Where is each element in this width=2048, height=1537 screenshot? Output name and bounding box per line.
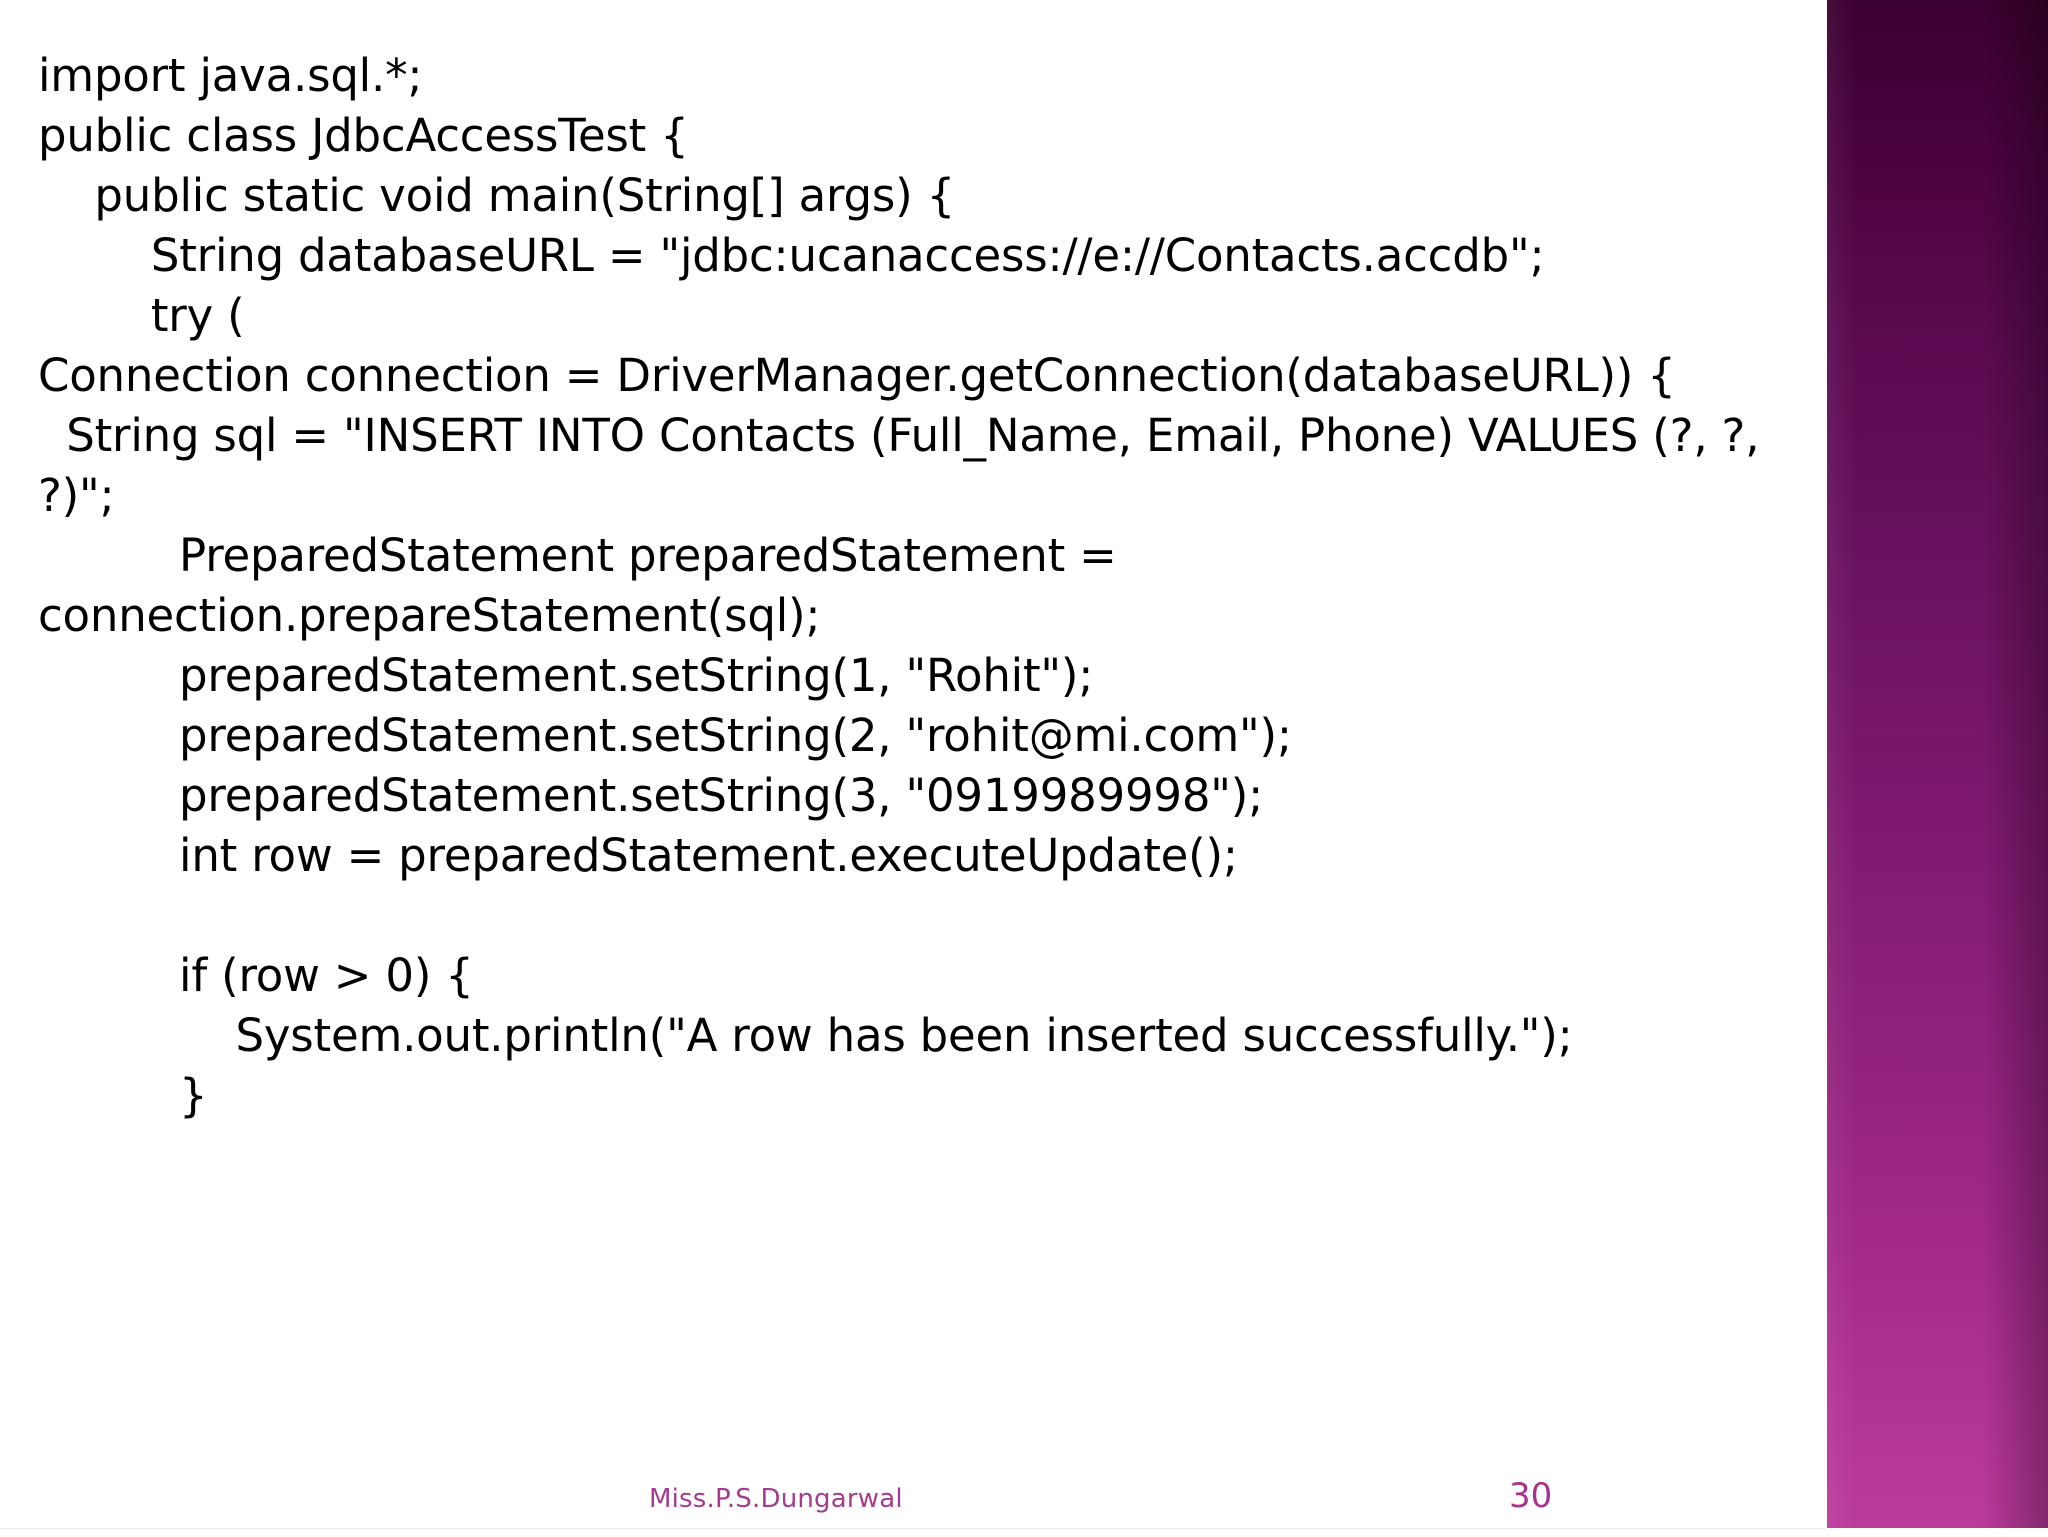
code-line: Connection connection = DriverManager.ge…	[38, 349, 1676, 402]
bottom-divider	[0, 1528, 1827, 1537]
code-line: preparedStatement.setString(3, "09199899…	[38, 769, 1264, 822]
code-line: String sql = "INSERT INTO Contacts (Full…	[38, 409, 1774, 522]
code-line: }	[38, 1069, 208, 1122]
right-decorative-band	[1827, 0, 2048, 1528]
band-shading-overlay	[1827, 0, 2048, 1528]
code-line: System.out.println("A row has been inser…	[38, 1009, 1573, 1062]
code-line: preparedStatement.setString(2, "rohit@mi…	[38, 709, 1292, 762]
code-block: import java.sql.*; public class JdbcAcce…	[0, 46, 1800, 1126]
code-line: try (	[38, 289, 245, 342]
code-line-blank	[0, 886, 1800, 946]
code-line: public static void main(String[] args) {	[38, 169, 956, 222]
code-line: preparedStatement.setString(1, "Rohit");	[38, 649, 1094, 702]
code-line: String databaseURL = "jdbc:ucanaccess://…	[38, 229, 1545, 282]
footer-author: Miss.P.S.Dungarwal	[649, 1484, 903, 1514]
code-line: public class JdbcAccessTest {	[38, 109, 689, 162]
code-line: import java.sql.*;	[38, 49, 423, 102]
slide-page-number: 30	[1509, 1476, 1553, 1516]
code-line: if (row > 0) {	[38, 949, 474, 1002]
code-line: PreparedStatement preparedStatement = co…	[38, 529, 1131, 642]
code-line: int row = preparedStatement.executeUpdat…	[38, 829, 1238, 882]
